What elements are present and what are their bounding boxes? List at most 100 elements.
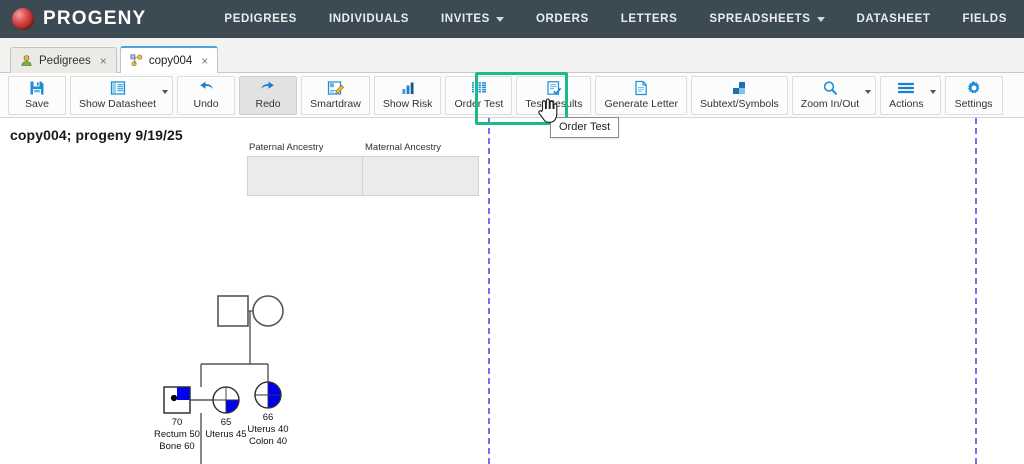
hamburger-lines-icon bbox=[897, 79, 915, 96]
pedigree-node-g2-daughter1[interactable] bbox=[212, 386, 240, 414]
pedigree-node-g2-daughter2[interactable] bbox=[254, 381, 282, 409]
pedigree-diagram[interactable]: 70 Rectum 50 Bone 60 65 Uterus 45 66 Ute… bbox=[0, 118, 1024, 464]
main-nav-items: PEDIGREES INDIVIDUALS INVITES ORDERS LET… bbox=[208, 13, 1023, 25]
tab-copy004-label: copy004 bbox=[148, 54, 193, 67]
chevron-down-icon bbox=[495, 16, 504, 22]
order-test-icon bbox=[470, 79, 488, 96]
pedigree-node-g1-mother[interactable] bbox=[252, 295, 284, 327]
order-test-button-label: Order Test bbox=[454, 98, 504, 110]
show-datasheet-button[interactable]: Show Datasheet bbox=[70, 75, 174, 115]
settings-button-label: Settings bbox=[954, 98, 993, 110]
tab-pedigrees-label: Pedigrees bbox=[39, 54, 91, 67]
floppy-disk-icon bbox=[29, 79, 45, 96]
zoom-in-out-button-label: Zoom In/Out bbox=[800, 98, 860, 110]
tab-pedigrees-close-icon[interactable]: × bbox=[99, 53, 107, 68]
generate-letter-button-label: Generate Letter bbox=[604, 98, 678, 110]
save-button-label: Save bbox=[25, 98, 49, 110]
nav-item-spreadsheets-label: SPREADSHEETS bbox=[709, 13, 811, 25]
label-subtext-70-2: Bone 60 bbox=[159, 441, 194, 452]
test-results-check-icon bbox=[546, 79, 562, 96]
settings-button[interactable]: Settings bbox=[944, 75, 1003, 115]
page-title: copy004; progeny 9/19/25 bbox=[10, 127, 183, 143]
datasheet-icon bbox=[110, 79, 126, 96]
nav-item-letters[interactable]: LETTERS bbox=[605, 13, 694, 25]
symbols-squares-icon bbox=[731, 79, 747, 96]
label-subtext-66-1: Uterus 40 bbox=[247, 424, 288, 435]
bar-chart-icon bbox=[400, 79, 416, 96]
pedigree-node-g2-spouse[interactable] bbox=[163, 386, 191, 414]
magnifier-icon bbox=[822, 79, 838, 96]
save-button[interactable]: Save bbox=[8, 75, 66, 115]
show-risk-button[interactable]: Show Risk bbox=[373, 75, 442, 115]
pedigree-nodes-icon bbox=[130, 54, 143, 67]
test-results-button-label: Test Results bbox=[525, 98, 583, 110]
nav-item-individuals-label: INDIVIDUALS bbox=[328, 13, 410, 25]
chevron-down-icon[interactable] bbox=[929, 89, 936, 94]
nav-item-datasheet-label: DATASHEET bbox=[856, 13, 931, 25]
test-results-button[interactable]: Test Results bbox=[516, 75, 592, 115]
generate-letter-button[interactable]: Generate Letter bbox=[595, 75, 687, 115]
nav-item-individuals[interactable]: INDIVIDUALS bbox=[313, 13, 425, 25]
show-datasheet-button-label: Show Datasheet bbox=[79, 98, 157, 110]
page-break-line-right bbox=[975, 118, 977, 464]
brand-logo[interactable]: PROGENY bbox=[12, 8, 146, 30]
subtext-symbols-button[interactable]: Subtext/Symbols bbox=[691, 75, 788, 115]
smartdraw-pencil-icon bbox=[327, 79, 344, 96]
smartdraw-button[interactable]: Smartdraw bbox=[301, 75, 370, 115]
tab-pedigrees[interactable]: Pedigrees × bbox=[10, 47, 117, 73]
redo-arrow-icon bbox=[259, 79, 277, 96]
zoom-in-out-button[interactable]: Zoom In/Out bbox=[791, 75, 877, 115]
pedigree-node-g1-father[interactable] bbox=[217, 295, 249, 327]
ancestry-header-boxes bbox=[247, 156, 479, 196]
nav-item-orders-label: ORDERS bbox=[535, 13, 589, 25]
pedigree-canvas[interactable]: copy004; progeny 9/19/25 Paternal Ancest… bbox=[0, 118, 1024, 464]
undo-arrow-icon bbox=[197, 79, 215, 96]
paternal-ancestry-label: Paternal Ancestry bbox=[249, 142, 324, 153]
nav-item-pedigrees-label: PEDIGREES bbox=[224, 13, 297, 25]
nav-item-datasheet[interactable]: DATASHEET bbox=[841, 13, 947, 25]
maternal-ancestry-label: Maternal Ancestry bbox=[365, 142, 442, 153]
paternal-ancestry-box[interactable] bbox=[247, 156, 363, 196]
document-tab-strip: Pedigrees × copy004 × bbox=[0, 38, 1024, 73]
label-subtext-65-1: Uterus 45 bbox=[205, 429, 246, 440]
nav-item-spreadsheets[interactable]: SPREADSHEETS bbox=[693, 13, 840, 25]
top-navigation-bar: PROGENY PEDIGREES INDIVIDUALS INVITES OR… bbox=[0, 0, 1024, 38]
label-age-66: 66 bbox=[263, 412, 274, 423]
subtext-symbols-button-label: Subtext/Symbols bbox=[700, 98, 779, 110]
show-risk-button-label: Show Risk bbox=[382, 98, 433, 110]
page-break-line-left bbox=[488, 118, 490, 464]
main-toolbar: Save Show Datasheet Undo bbox=[0, 73, 1024, 118]
actions-button[interactable]: Actions bbox=[880, 75, 941, 115]
label-subtext-66-2: Colon 40 bbox=[249, 436, 287, 447]
nav-item-invites-label: INVITES bbox=[441, 13, 490, 25]
smartdraw-button-label: Smartdraw bbox=[310, 98, 361, 110]
tab-copy004[interactable]: copy004 × bbox=[119, 46, 219, 73]
chevron-down-icon[interactable] bbox=[162, 89, 169, 94]
person-icon bbox=[21, 55, 32, 66]
redo-button[interactable]: Redo bbox=[239, 75, 298, 115]
carrier-dot-icon bbox=[170, 394, 178, 402]
brand-name: PROGENY bbox=[43, 8, 147, 29]
chevron-down-icon bbox=[816, 16, 825, 22]
redo-button-label: Redo bbox=[255, 98, 281, 110]
progeny-orb-logo-icon bbox=[12, 8, 34, 30]
document-icon bbox=[634, 79, 648, 96]
nav-item-fields[interactable]: FIELDS bbox=[946, 13, 1023, 25]
nav-item-pedigrees[interactable]: PEDIGREES bbox=[208, 13, 313, 25]
undo-button[interactable]: Undo bbox=[177, 75, 236, 115]
nav-item-invites[interactable]: INVITES bbox=[425, 13, 520, 25]
actions-button-label: Actions bbox=[889, 98, 924, 110]
order-test-tooltip: Order Test bbox=[550, 117, 620, 138]
undo-button-label: Undo bbox=[193, 98, 219, 110]
gear-icon bbox=[966, 79, 982, 96]
chevron-down-icon[interactable] bbox=[865, 89, 872, 94]
nav-item-fields-label: FIELDS bbox=[962, 13, 1007, 25]
nav-item-orders[interactable]: ORDERS bbox=[520, 13, 605, 25]
order-test-button[interactable]: Order Test bbox=[445, 75, 513, 115]
label-subtext-70-1: Rectum 50 bbox=[154, 429, 200, 440]
maternal-ancestry-box[interactable] bbox=[363, 156, 479, 196]
nav-item-letters-label: LETTERS bbox=[620, 13, 678, 25]
tab-copy004-close-icon[interactable]: × bbox=[201, 53, 209, 68]
label-age-70: 70 bbox=[172, 417, 183, 428]
